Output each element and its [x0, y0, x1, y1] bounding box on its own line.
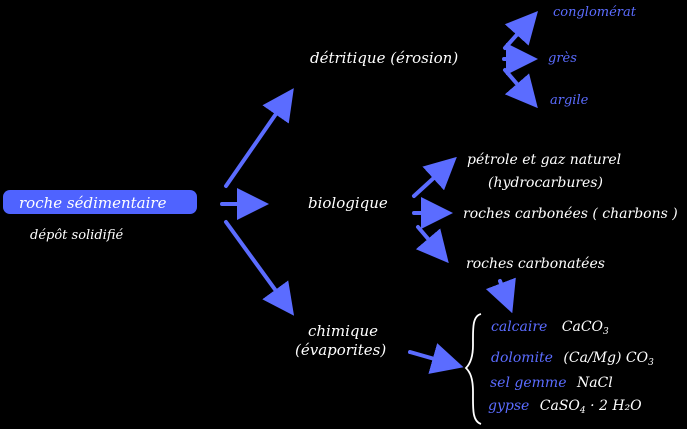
arrow-to-chimique	[224, 220, 295, 316]
item-roches-carbonatees: roches carbonatées	[466, 256, 605, 272]
item-hydrocarbures: (hydrocarbures)	[488, 175, 603, 191]
arrow-to-carbonatees	[415, 225, 449, 264]
arrow-to-argile	[503, 68, 538, 109]
arrow-to-detritique	[224, 88, 294, 188]
chem-name: gypse	[488, 398, 530, 414]
curly-brace	[464, 313, 482, 425]
chem-name: sel gemme	[490, 375, 567, 391]
chem-name: dolomite	[491, 350, 553, 366]
item-argile: argile	[550, 93, 589, 108]
root-label: roche sédimentaire	[19, 194, 167, 212]
chem-formula: (Ca/Mg) CO3	[563, 350, 654, 368]
item-petrole: pétrole et gaz naturel	[467, 152, 622, 168]
chem-formula: CaSO4 · 2 H₂O	[539, 398, 642, 416]
arrow-carbonatees-to-calcaire	[485, 277, 516, 314]
chem-item-calcaire: calcaire CaCO3	[491, 320, 609, 337]
category-detritique: détritique (érosion)	[310, 49, 459, 67]
arrow-to-conglomerat	[503, 11, 538, 50]
chem-formula: NaCl	[576, 375, 613, 391]
root-node: roche sédimentaire	[3, 190, 197, 214]
chem-formula: CaCO3	[561, 319, 609, 337]
category-chimique-sub: (évaporites)	[295, 341, 387, 359]
root-sublabel: dépôt solidifié	[30, 228, 124, 243]
category-chimique: chimique	[308, 322, 379, 340]
category-biologique: biologique	[308, 194, 388, 212]
item-conglomerat: conglomérat	[553, 5, 636, 20]
chem-name: calcaire	[491, 319, 548, 335]
chem-item-dolomite: dolomite (Ca/Mg) CO3	[491, 351, 654, 368]
item-roches-carbonees: roches carbonées ( charbons )	[463, 206, 678, 222]
item-gres: grès	[548, 51, 577, 66]
arrow-to-petrole	[412, 156, 457, 198]
chem-item-gypse: gypse CaSO4 · 2 H₂O	[488, 399, 642, 416]
arrow-chimique-to-list	[408, 343, 464, 374]
chem-item-sel-gemme: sel gemme NaCl	[490, 376, 613, 393]
